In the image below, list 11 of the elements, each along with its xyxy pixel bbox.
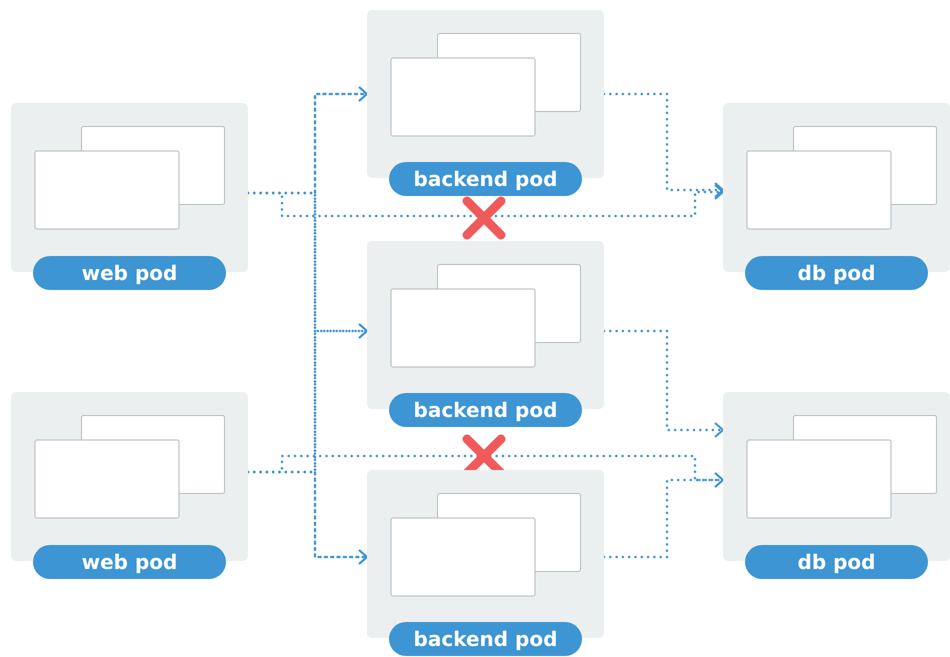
pod-label: db pod [745, 256, 928, 290]
dotted-arrow [602, 330, 724, 438]
dotted-arrow [602, 472, 724, 558]
pod-label: web pod [33, 545, 226, 579]
pod-label: web pod [33, 256, 226, 290]
pod-label: db pod [745, 545, 928, 579]
dotted-arrow [602, 92, 724, 198]
pod-label: backend pod [389, 393, 582, 427]
dotted-arrow [246, 184, 724, 218]
pod-label: backend pod [389, 162, 582, 196]
pod-label: backend pod [389, 622, 582, 656]
